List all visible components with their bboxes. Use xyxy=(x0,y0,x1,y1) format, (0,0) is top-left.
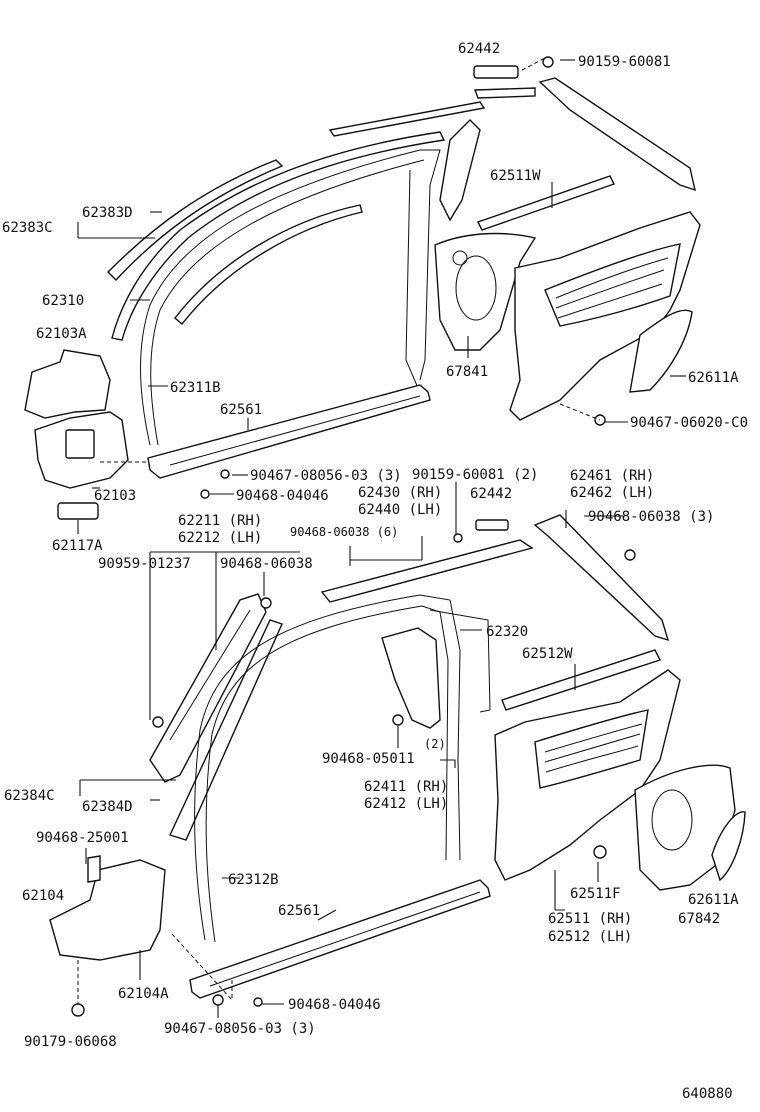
label-67842: 67842 xyxy=(678,911,720,927)
label-62211: 62211 (RH) xyxy=(178,513,262,529)
cover-67841 xyxy=(434,232,537,351)
label-62611a-bot: 62611A xyxy=(688,892,739,908)
lower-assembly xyxy=(49,514,746,1017)
label-90468-04046-top: 90468-04046 xyxy=(236,488,329,504)
scuff-plate-62561-upper xyxy=(147,384,431,479)
label-90159-60081-mid: 90159-60081 (2) xyxy=(412,467,538,483)
scuff-plate-62561-lower xyxy=(189,879,491,999)
pillar-trim-62411 xyxy=(381,627,441,729)
label-90467-06020-c0: 90467-06020-C0 xyxy=(630,415,748,431)
label-67841: 67841 xyxy=(446,364,488,380)
label-62430: 62430 (RH) xyxy=(358,485,442,501)
diagram-id: 640880 xyxy=(682,1086,733,1102)
label-62442-top: 62442 xyxy=(458,41,500,57)
door-opening-trim-62311b xyxy=(140,149,441,446)
label-62561-bot: 62561 xyxy=(278,903,320,919)
roof-weatherstrip-62383c xyxy=(107,159,284,282)
label-62104: 62104 xyxy=(22,888,64,904)
label-62512: 62512 (LH) xyxy=(548,929,632,945)
leader-lines xyxy=(77,57,686,1018)
door-weatherstrip-62312b xyxy=(194,594,461,941)
pillar-garnish-62211 xyxy=(149,593,267,783)
label-62311b: 62311B xyxy=(170,380,221,396)
part-number-labels: 62442 90159-60081 62511W 62383D 62383C 6… xyxy=(2,41,748,1102)
label-62383d: 62383D xyxy=(82,205,133,221)
label-62384d: 62384D xyxy=(82,799,133,815)
label-62461: 62461 (RH) xyxy=(570,468,654,484)
label-62511f: 62511F xyxy=(570,886,621,902)
roof-weatherstrip-62310 xyxy=(111,131,446,341)
label-62320: 62320 xyxy=(486,624,528,640)
label-90468-06038-3: 90468-06038 (3) xyxy=(588,509,714,525)
label-90468-04046-bot: 90468-04046 xyxy=(288,997,381,1013)
label-62384c: 62384C xyxy=(4,788,55,804)
label-90468-05011-qty: (2) xyxy=(424,737,446,751)
upper-assembly xyxy=(24,56,701,520)
label-62512w: 62512W xyxy=(522,646,573,662)
label-90159-60081-top: 90159-60081 xyxy=(578,54,671,70)
screw-90159-60081 xyxy=(542,56,554,68)
label-62310: 62310 xyxy=(42,293,84,309)
label-62411: 62411 (RH) xyxy=(364,779,448,795)
label-90959-01237: 90959-01237 xyxy=(98,556,191,572)
label-62383c: 62383C xyxy=(2,220,53,236)
label-90468-06038-mid: 90468-06038 xyxy=(220,556,313,572)
label-62442-mid: 62442 xyxy=(470,486,512,502)
label-90468-05011: 90468-05011 xyxy=(322,751,415,767)
label-90467-08056-03-bot: 90467-08056-03 (3) xyxy=(164,1021,316,1037)
label-62611a-top: 62611A xyxy=(688,370,739,386)
label-62511: 62511 (RH) xyxy=(548,911,632,927)
label-90468-06038-6: 90468-06038 (6) xyxy=(290,525,398,539)
clip-62117a xyxy=(57,502,99,520)
label-90179-06068: 90179-06068 xyxy=(24,1034,117,1050)
label-62462: 62462 (LH) xyxy=(570,485,654,501)
clip-62442 xyxy=(473,65,519,79)
cowl-trim-62103a xyxy=(24,349,111,419)
label-90468-25001: 90468-25001 xyxy=(36,830,129,846)
label-62312b: 62312B xyxy=(228,872,279,888)
label-62412: 62412 (LH) xyxy=(364,796,448,812)
label-62104a: 62104A xyxy=(118,986,169,1002)
label-62561-top: 62561 xyxy=(220,402,262,418)
seal-62611a-upper xyxy=(629,309,693,393)
cowl-trim-62104 xyxy=(49,859,166,961)
label-62440: 62440 (LH) xyxy=(358,502,442,518)
label-62117a: 62117A xyxy=(52,538,103,554)
label-62103a: 62103A xyxy=(36,326,87,342)
label-90467-08056-03-top: 90467-08056-03 (3) xyxy=(250,468,402,484)
label-62212: 62212 (LH) xyxy=(178,530,262,546)
label-62103: 62103 xyxy=(94,488,136,504)
label-62511w: 62511W xyxy=(490,168,541,184)
